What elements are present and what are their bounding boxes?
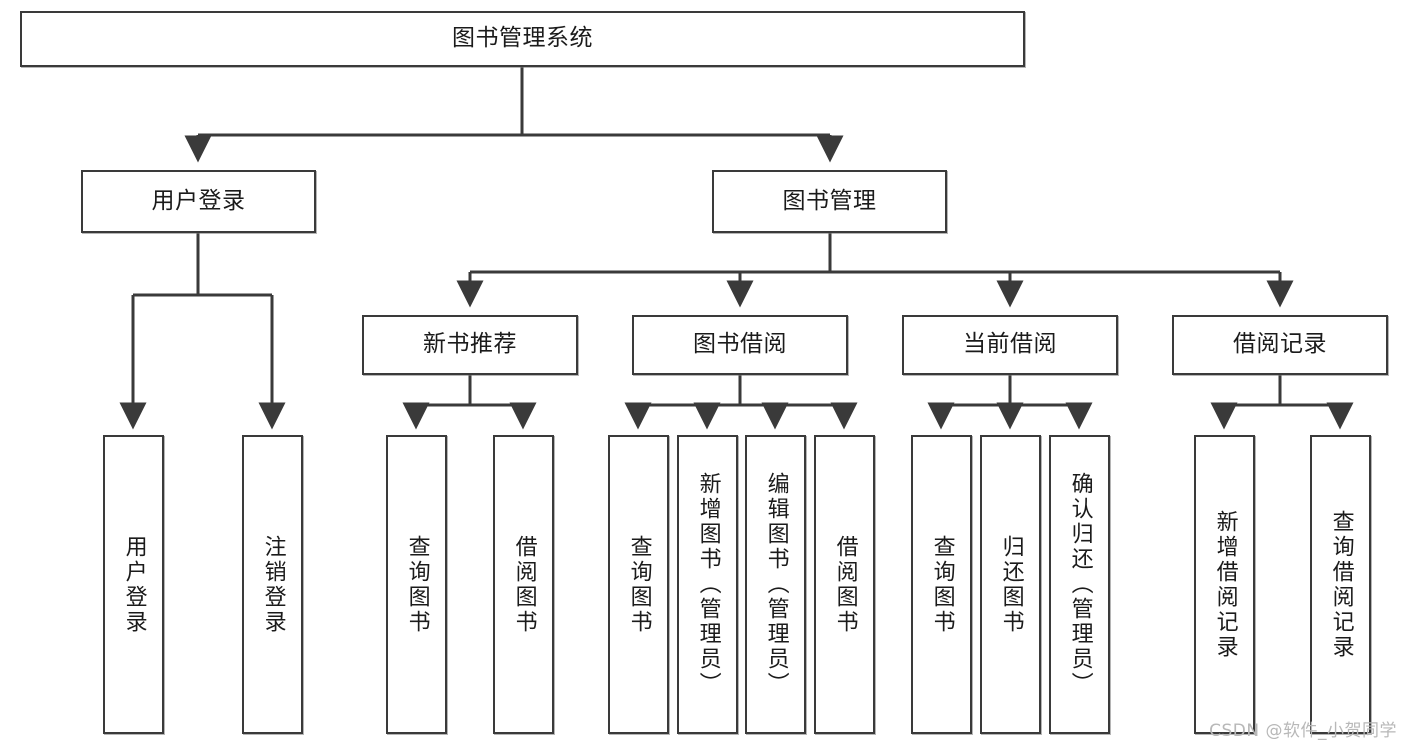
node-leaf-query-book-recommend[interactable]: 查询图书: [386, 435, 447, 734]
node-label: 借阅图书: [832, 534, 858, 635]
node-leaf-query-book-current[interactable]: 查询图书: [911, 435, 972, 734]
node-leaf-confirm-return-admin[interactable]: 确认归还（管理员）: [1049, 435, 1110, 734]
node-borrow-record[interactable]: 借阅记录: [1172, 315, 1388, 375]
node-leaf-add-borrow-record[interactable]: 新增借阅记录: [1194, 435, 1255, 734]
node-label: 当前借阅: [963, 331, 1057, 358]
node-leaf-user-login[interactable]: 用户登录: [103, 435, 164, 734]
node-leaf-borrow-book-recommend[interactable]: 借阅图书: [493, 435, 554, 734]
node-label: 编辑图书（管理员）: [763, 472, 789, 697]
node-label: 查询借阅记录: [1328, 509, 1354, 660]
node-label: 归还图书: [998, 534, 1024, 635]
node-label: 新增借阅记录: [1212, 509, 1238, 660]
node-label: 用户登录: [151, 187, 246, 214]
node-label: 新增图书（管理员）: [695, 472, 721, 697]
node-leaf-edit-book-admin[interactable]: 编辑图书（管理员）: [745, 435, 806, 734]
node-book-management[interactable]: 图书管理: [712, 170, 947, 233]
csdn-watermark: CSDN @软件_小贺同学: [1209, 721, 1397, 741]
node-label: 注销登录: [260, 534, 286, 635]
node-label: 图书借阅: [693, 331, 787, 358]
node-label: 新书推荐: [423, 331, 517, 358]
node-label: 用户登录: [121, 534, 147, 635]
node-current-borrow[interactable]: 当前借阅: [902, 315, 1118, 375]
node-label: 确认归还（管理员）: [1067, 472, 1093, 697]
node-leaf-query-borrow-record[interactable]: 查询借阅记录: [1310, 435, 1371, 734]
node-book-borrow[interactable]: 图书借阅: [632, 315, 848, 375]
node-label: 查询图书: [929, 534, 955, 635]
node-label: 图书管理: [782, 187, 877, 214]
node-leaf-query-book-borrow[interactable]: 查询图书: [608, 435, 669, 734]
node-root-book-management-system[interactable]: 图书管理系统: [20, 11, 1025, 67]
node-leaf-borrow-book[interactable]: 借阅图书: [814, 435, 875, 734]
node-label: 查询图书: [626, 534, 652, 635]
node-label: 查询图书: [404, 534, 430, 635]
node-new-book-recommend[interactable]: 新书推荐: [362, 315, 578, 375]
node-leaf-add-book-admin[interactable]: 新增图书（管理员）: [677, 435, 738, 734]
node-user-login[interactable]: 用户登录: [81, 170, 316, 233]
node-label: 图书管理系统: [452, 25, 593, 52]
node-label: 借阅图书: [511, 534, 537, 635]
node-leaf-return-book[interactable]: 归还图书: [980, 435, 1041, 734]
node-label: 借阅记录: [1233, 331, 1327, 358]
node-leaf-logout-login[interactable]: 注销登录: [242, 435, 303, 734]
